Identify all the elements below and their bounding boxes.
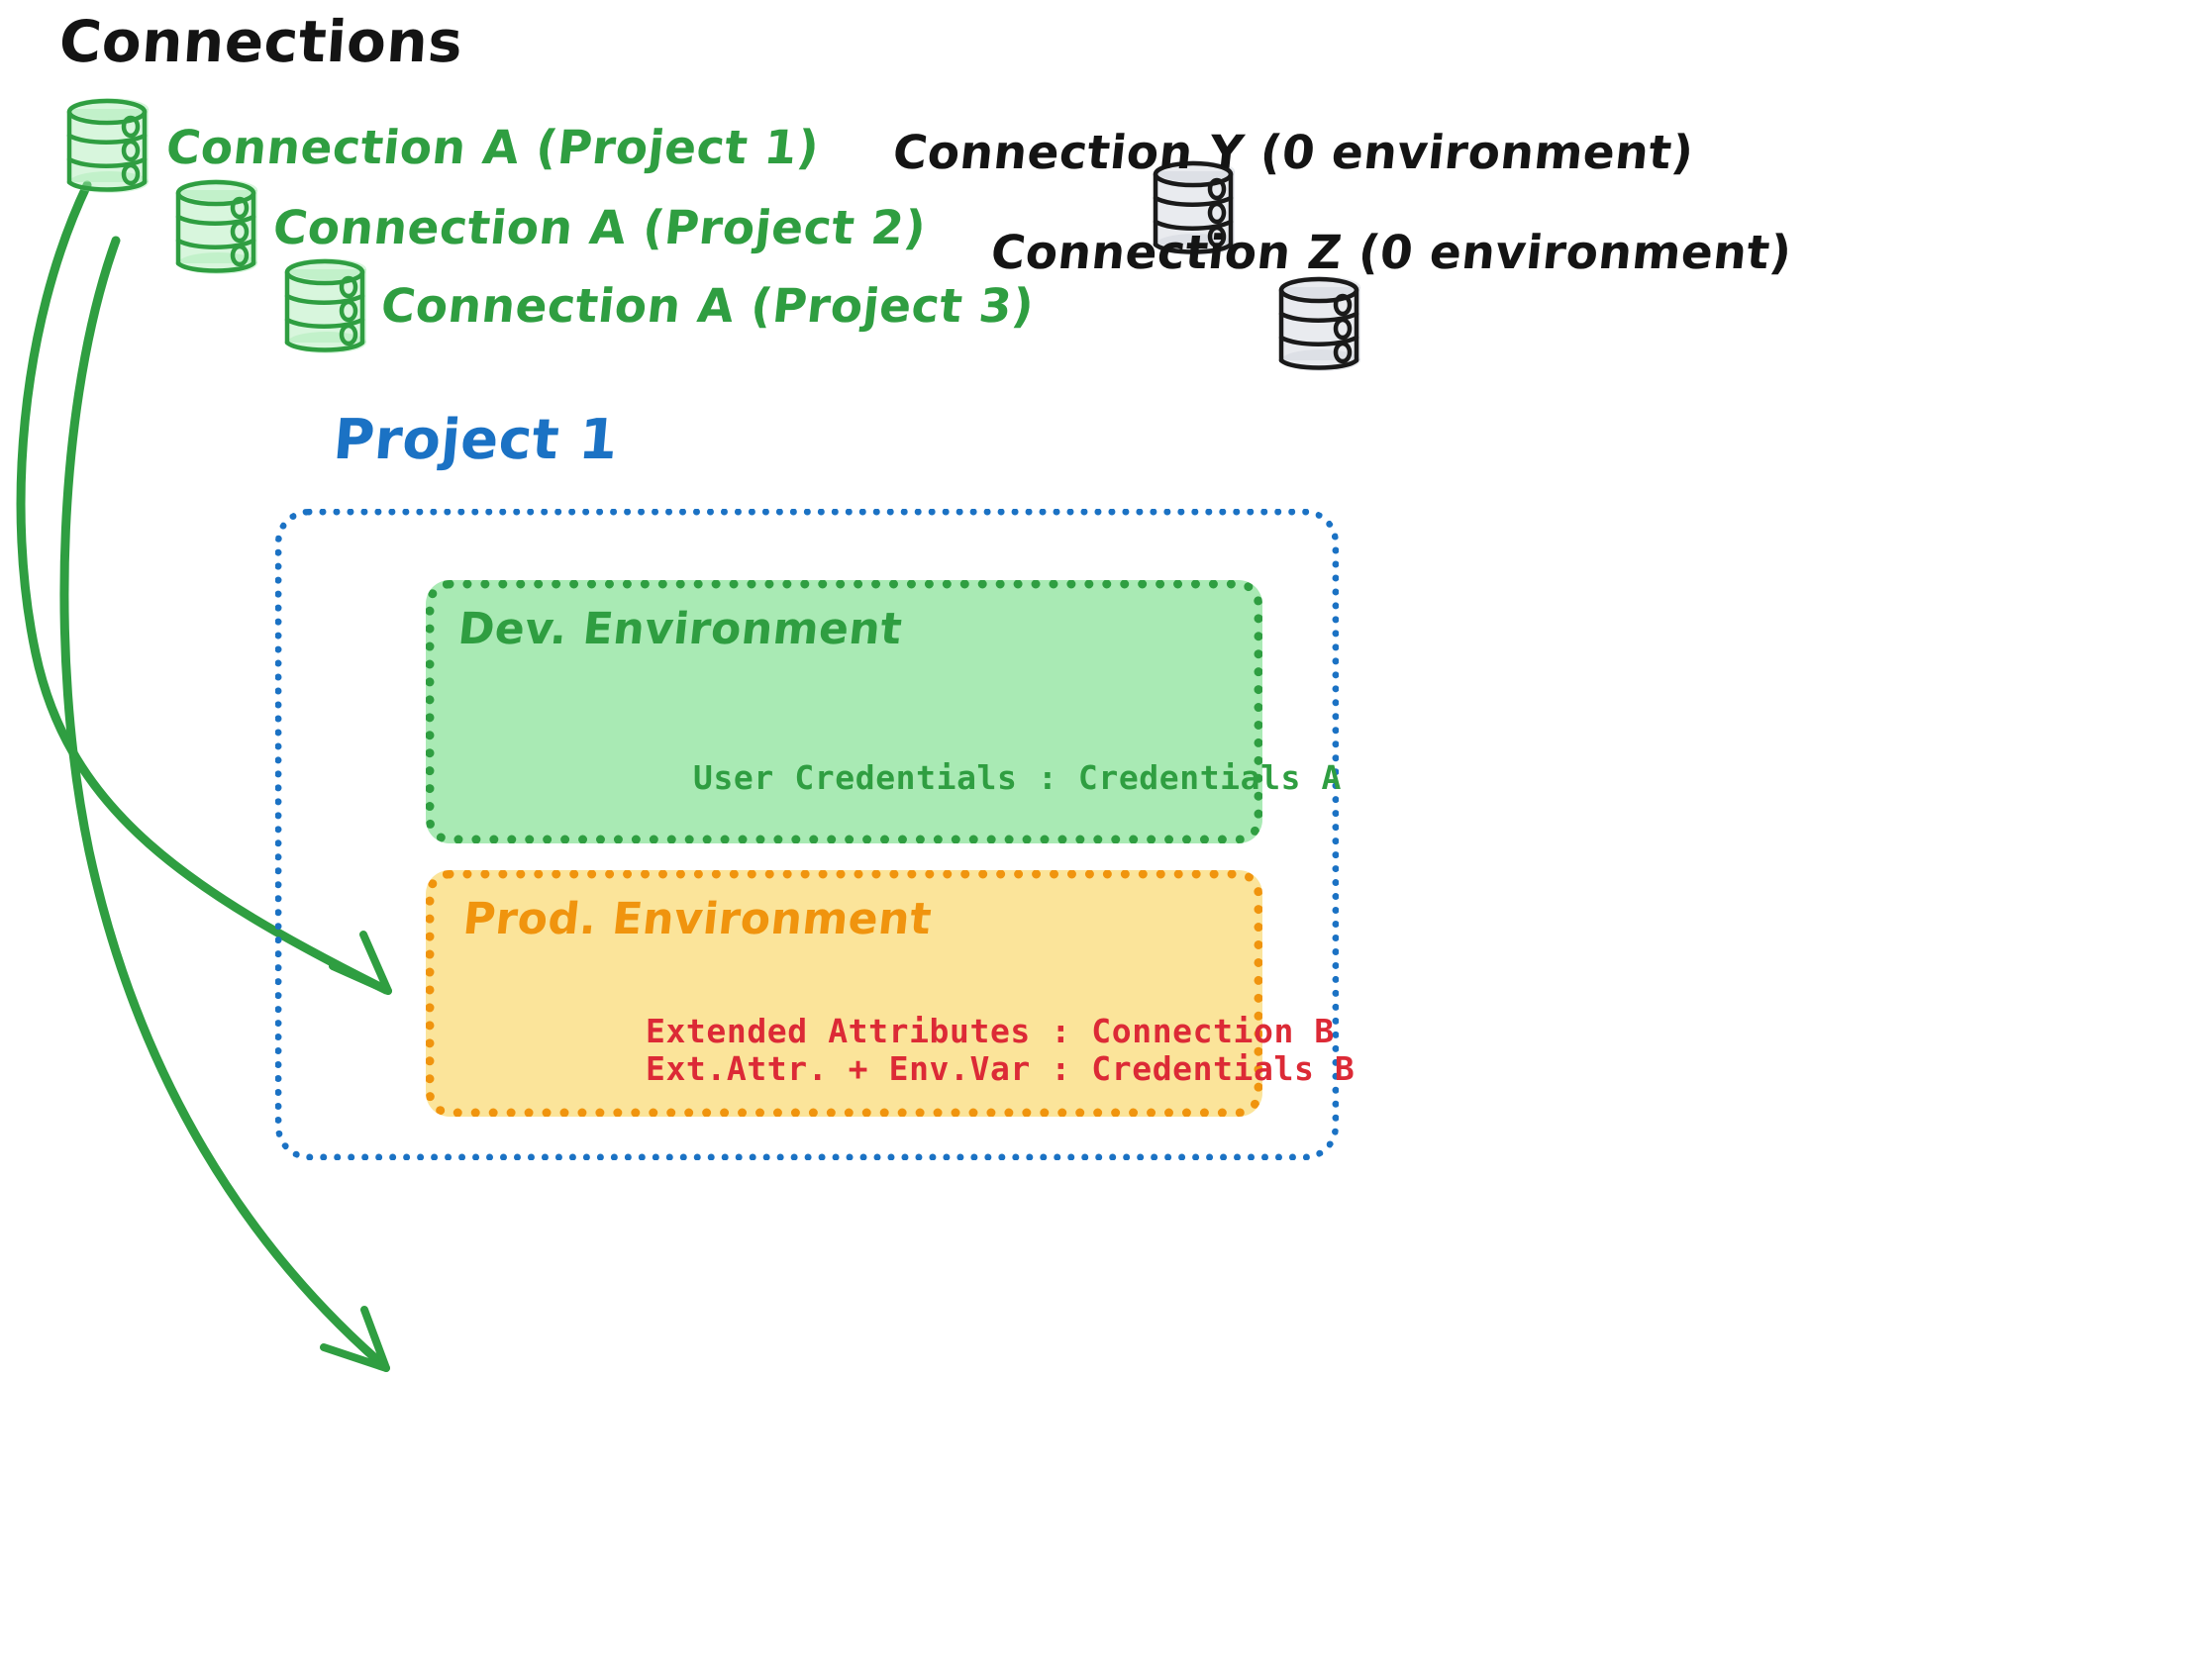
connection-label-a-1: Connection A (Project 1)	[163, 121, 823, 175]
dev-environment-box	[426, 580, 1262, 843]
database-icon-connection-z	[1278, 276, 1360, 371]
database-icon-connection-a-1	[66, 98, 149, 193]
arrow-to-prod-head-b	[360, 1306, 390, 1372]
prod-environment-line-2: Ext.Attr. + Env.Var : Credentials B	[646, 1049, 1356, 1088]
connection-label-a-3: Connection A (Project 3)	[378, 279, 1038, 334]
database-icon-connection-a-2	[175, 179, 257, 274]
project-title: Project 1	[331, 408, 622, 472]
database-icon-connection-a-3	[284, 258, 366, 353]
project-container	[275, 509, 1339, 1160]
dev-environment-title: Dev. Environment	[455, 604, 905, 654]
prod-environment-line-1: Extended Attributes : Connection B	[646, 1012, 1335, 1050]
arrow-to-prod-head-a	[320, 1343, 390, 1372]
connection-label-a-2: Connection A (Project 2)	[270, 201, 930, 255]
dev-environment-line-1: User Credentials : Credentials A	[693, 758, 1342, 797]
prod-environment-title: Prod. Environment	[460, 894, 935, 944]
connection-label-z: Connection Z (0 environment)	[988, 226, 1795, 280]
page-title: Connections	[56, 8, 465, 75]
prod-environment-box	[426, 870, 1262, 1117]
connection-label-y: Connection Y (0 environment)	[890, 126, 1697, 180]
